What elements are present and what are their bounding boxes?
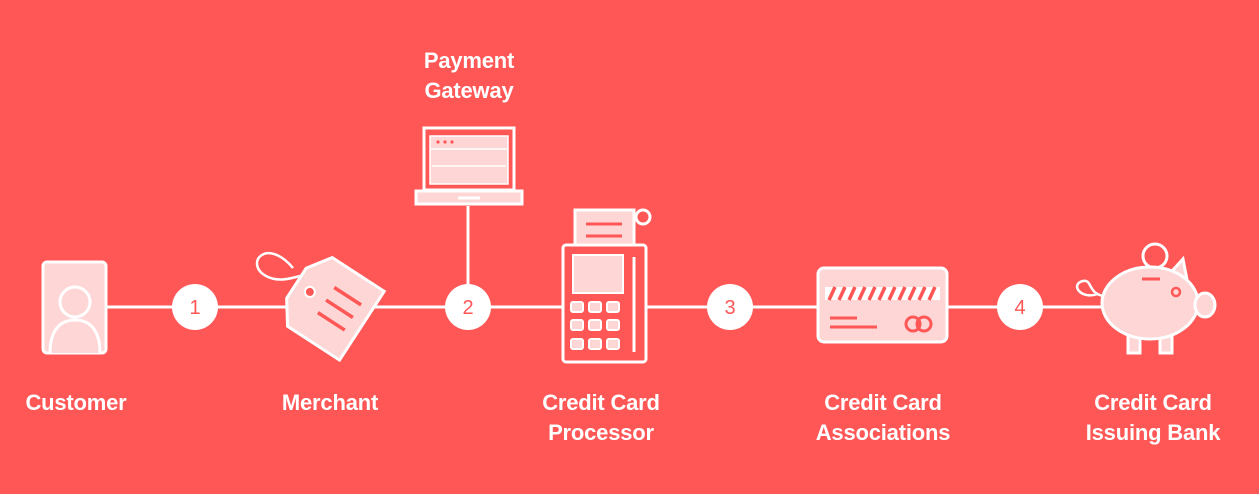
step-number: 3 <box>724 297 735 319</box>
credit-card-icon <box>816 266 949 344</box>
node-label-customer: Customer <box>25 390 127 415</box>
step-number: 1 <box>189 297 200 319</box>
step-marker-3: 3 <box>707 284 753 330</box>
step-circle <box>172 284 218 330</box>
customer-icon <box>41 260 108 355</box>
step-number: 4 <box>1014 297 1025 319</box>
step-circle <box>707 284 753 330</box>
step-marker-2: 2 <box>445 284 491 330</box>
node-label-processor: Credit Card Processor <box>542 390 660 445</box>
step-markers: 1 2 3 4 <box>172 284 1043 330</box>
step-number: 2 <box>462 297 473 319</box>
piggy-bank-icon <box>1076 242 1217 355</box>
node-label-issuing-bank: Credit Card Issuing Bank <box>1085 390 1221 445</box>
laptop-icon <box>414 126 524 206</box>
node-label-merchant: Merchant <box>281 390 379 415</box>
step-marker-1: 1 <box>172 284 218 330</box>
step-circle <box>997 284 1043 330</box>
step-marker-4: 4 <box>997 284 1043 330</box>
card-terminal-icon <box>561 208 652 364</box>
node-label-associations: Credit Card Associations <box>815 390 951 445</box>
step-circle <box>445 284 491 330</box>
price-tag-icon <box>255 251 387 363</box>
node-label-payment-gateway: Payment Gateway <box>423 48 515 103</box>
